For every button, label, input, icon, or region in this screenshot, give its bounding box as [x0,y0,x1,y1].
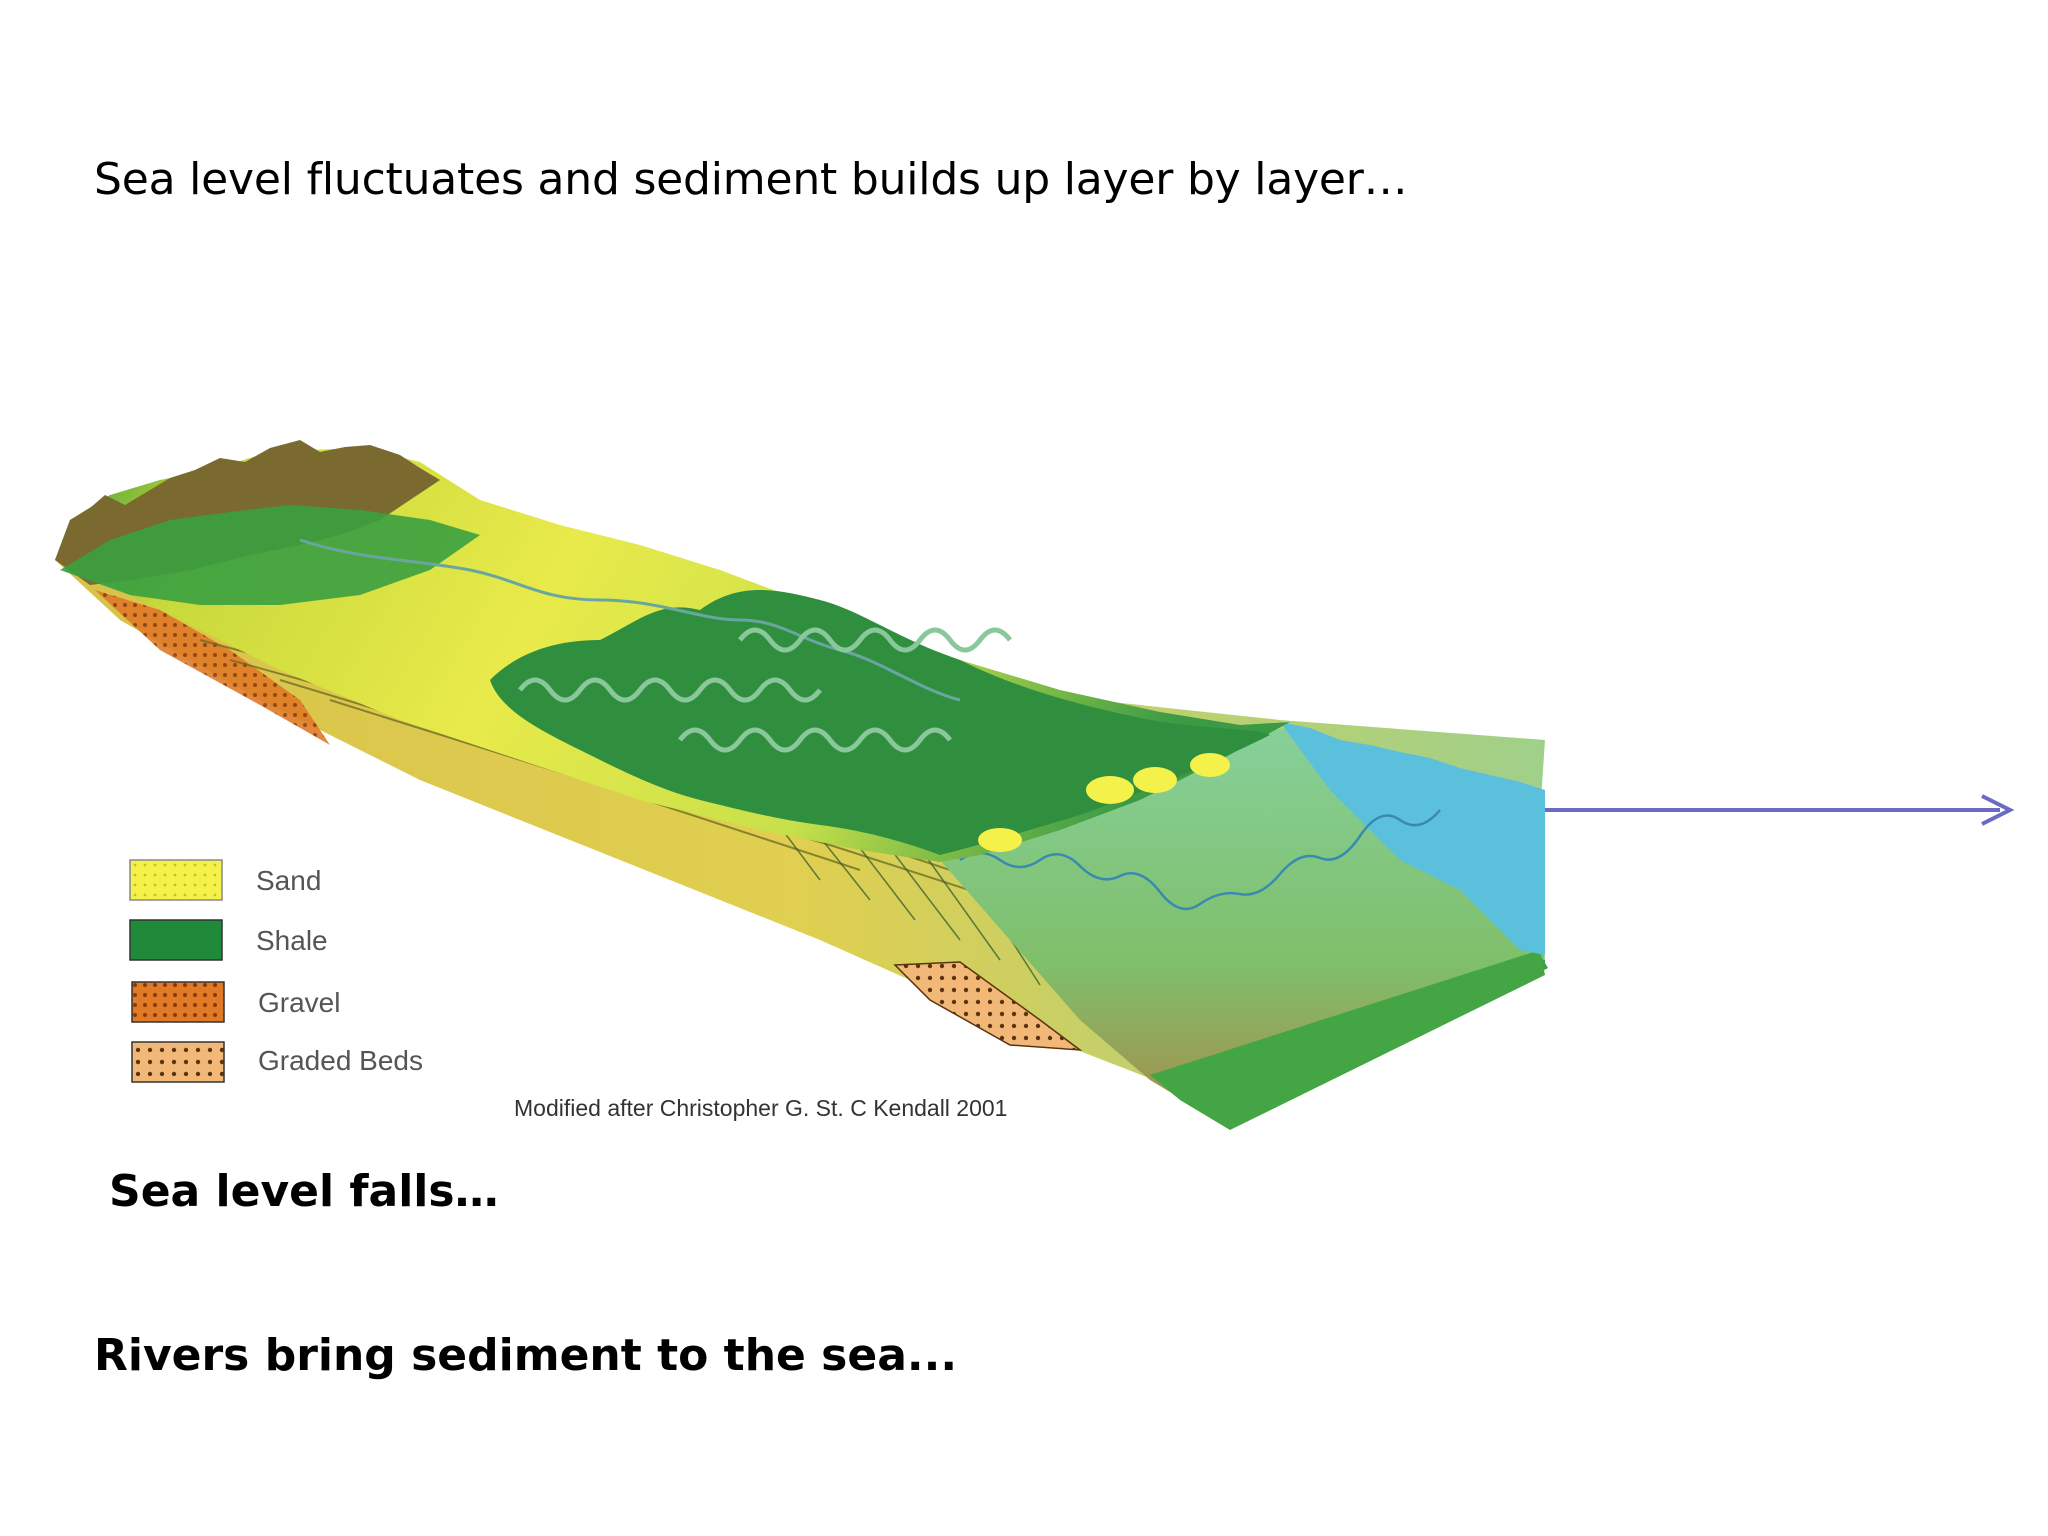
river-channel [299,538,961,702]
sand-swatch [129,859,223,901]
delta-sand-lobes [978,753,1230,852]
sea-level-wave [959,809,1441,911]
slide-heading: Sea level fluctuates and sediment builds… [94,154,1408,205]
caption-rivers-sediment: Rivers bring sediment to the sea... [94,1330,958,1381]
legend-label-shale: Shale [256,925,328,956]
basin-floor-face [1150,950,1545,1130]
caption-sea-level-falls: Sea level falls… [109,1166,499,1217]
delta-plain [490,590,1270,855]
graded-beds-swatch [131,1041,225,1083]
diagram-credit: Modified after Christopher G. St. C Kend… [514,1095,1007,1121]
legend: Sand Shale Gravel Graded Beds [129,859,423,1083]
gravel-layer [95,590,330,745]
legend-label-sand: Sand [256,865,321,896]
gravel-swatch [131,981,225,1023]
graded-beds-layer [893,961,1083,1051]
meander-loops [518,627,1012,753]
mountain-foothills [60,505,480,605]
shale-swatch [129,919,223,961]
legend-label-gravel: Gravel [258,987,340,1018]
sea-water [1280,722,1545,955]
legend-label-graded-beds: Graded Beds [258,1045,423,1076]
sea-level-arrow-head-icon [1981,794,2015,826]
